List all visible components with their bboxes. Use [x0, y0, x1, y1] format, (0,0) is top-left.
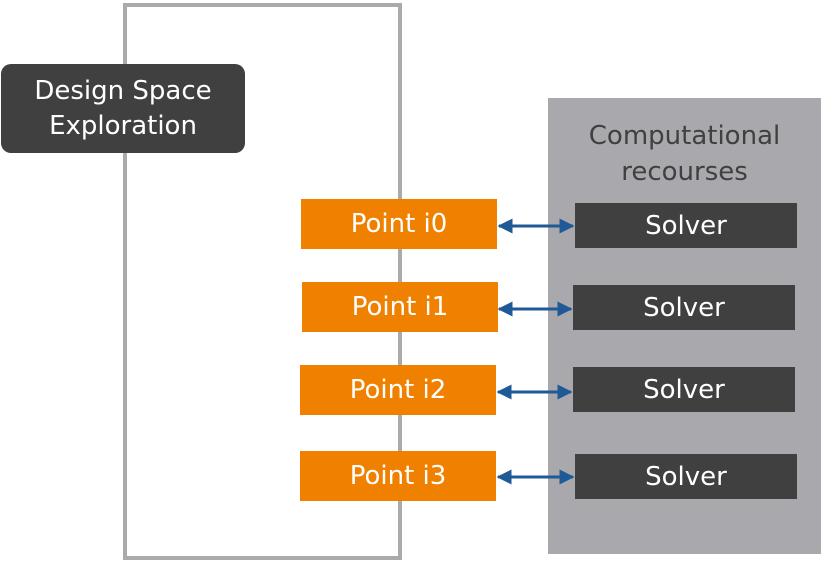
design-space-label-line2: Exploration: [49, 110, 197, 141]
point-i1-box: Point i1: [302, 282, 498, 332]
point-i0-box: Point i0: [301, 199, 497, 249]
solver-box-0: Solver: [575, 203, 797, 248]
solver-box-3: Solver: [575, 454, 797, 499]
computational-resources-title: Computational recourses: [548, 118, 821, 190]
solver-box-2: Solver: [573, 367, 795, 412]
solver-box-1: Solver: [573, 285, 795, 330]
design-space-label-line1: Design Space: [34, 75, 212, 106]
computational-title-line2: recourses: [621, 157, 748, 187]
point-i2-box: Point i2: [300, 365, 496, 415]
design-space-exploration-label: Design Space Exploration: [1, 64, 245, 153]
design-space-frame: [123, 3, 402, 560]
point-i3-box: Point i3: [300, 451, 496, 501]
computational-title-line1: Computational: [588, 121, 781, 151]
